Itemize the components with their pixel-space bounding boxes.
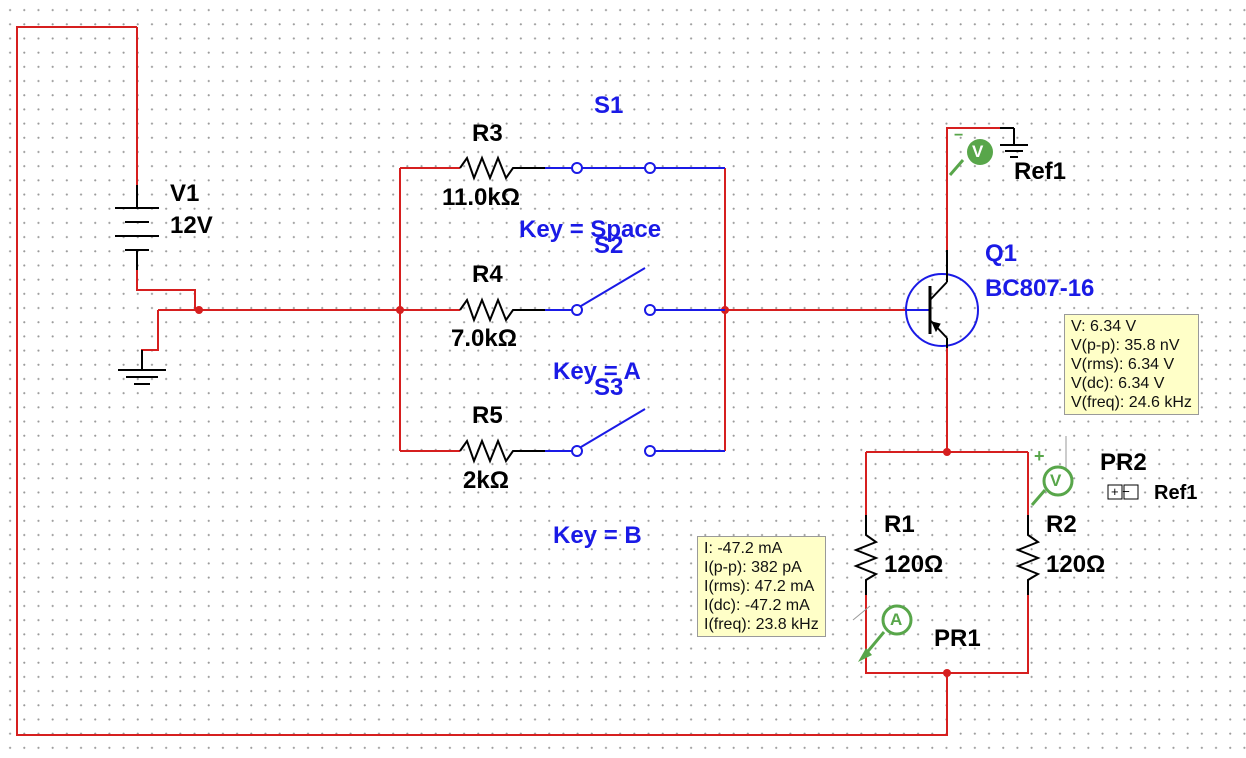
r2-name-label: R2 xyxy=(1046,511,1077,538)
s1-name-label: S1 xyxy=(594,92,624,119)
pr2-plus-sign: + xyxy=(1034,446,1045,466)
pr2-reading: V(dc): 6.34 V xyxy=(1071,375,1165,392)
pr1-reading: I(dc): -47.2 mA xyxy=(704,597,810,614)
junction-dot xyxy=(195,306,203,314)
q1-name-label: Q1 xyxy=(985,240,1018,267)
q1-transistor-symbol xyxy=(905,250,979,348)
ref1-top-label: Ref1 xyxy=(1014,158,1067,185)
junction-dot xyxy=(943,669,951,677)
s3-name-label: S3 xyxy=(594,374,624,401)
r5-name-label: R5 xyxy=(472,402,503,429)
v1-value-label: 12V xyxy=(170,212,213,239)
wire-ground-left xyxy=(141,310,159,370)
voltage-probe-ref1-symbol xyxy=(948,127,1028,176)
r4-name-label: R4 xyxy=(472,261,503,288)
pr1-reading: I: -47.2 mA xyxy=(704,540,783,557)
r3-value-label: 11.0kΩ xyxy=(442,184,520,211)
r4-value-label: 7.0kΩ xyxy=(451,325,517,352)
r2-value-label: 120Ω xyxy=(1046,551,1106,578)
pr2-probe-v-label: V xyxy=(1050,471,1062,490)
pr2-name-label: PR2 xyxy=(1100,449,1147,476)
pr2-reading: V(rms): 6.34 V xyxy=(1071,356,1175,373)
r1-name-label: R1 xyxy=(884,511,915,538)
pr1-name-label: PR1 xyxy=(934,625,981,652)
pr1-readings-tooltip: I: -47.2 mA I(p-p): 382 pA I(rms): 47.2 … xyxy=(697,536,826,637)
s2-key-label: Key = A xyxy=(553,358,641,385)
voltage-probe-pr2-symbol xyxy=(1030,436,1139,506)
ref1-probe-v-label: V xyxy=(972,142,984,161)
junction-dot xyxy=(396,306,404,314)
ground-symbol xyxy=(118,350,166,385)
wire-v1-bottom xyxy=(136,255,196,310)
wire-junctions xyxy=(195,306,951,677)
pr1-reading: I(rms): 47.2 mA xyxy=(704,578,815,595)
r4-zigzag xyxy=(459,297,545,323)
pr2-reading: V: 6.34 V xyxy=(1071,318,1137,335)
s1-key-label: Key = Space xyxy=(519,216,662,243)
q1-model-label: BC807-16 xyxy=(985,275,1095,302)
junction-dot xyxy=(943,448,951,456)
current-probe-pr1-symbol xyxy=(852,604,913,662)
r5-value-label: 2kΩ xyxy=(463,467,509,494)
r5-zigzag xyxy=(459,438,545,464)
pr2-readings-tooltip: V: 6.34 V V(p-p): 35.8 nV V(rms): 6.34 V… xyxy=(1064,314,1199,415)
r2-zigzag xyxy=(1015,515,1041,595)
pr1-reading: I(freq): 23.8 kHz xyxy=(704,616,819,633)
r3-zigzag xyxy=(459,155,545,181)
pr2-plus-minus-icon: + − xyxy=(1111,484,1130,499)
pr1-probe-a-label: A xyxy=(890,610,903,629)
wire-outer-loop xyxy=(16,26,948,736)
v1-battery-symbol xyxy=(115,185,159,270)
wires xyxy=(16,26,1029,736)
resistor-symbols xyxy=(459,155,1041,595)
s2-name-label: S2 xyxy=(594,232,624,259)
wire-collector-ref xyxy=(946,127,1000,250)
v1-name-label: V1 xyxy=(170,180,200,207)
r3-name-label: R3 xyxy=(472,120,503,147)
pr2-ref-label: Ref1 xyxy=(1154,482,1198,504)
pr2-reading: V(freq): 24.6 kHz xyxy=(1071,394,1192,411)
switch-symbols xyxy=(545,162,725,457)
pr2-reading: V(p-p): 35.8 nV xyxy=(1071,337,1180,354)
pr1-reading: I(p-p): 382 pA xyxy=(704,559,802,576)
r1-zigzag xyxy=(853,515,879,595)
r1-value-label: 120Ω xyxy=(884,551,944,578)
ref1-minus-sign: − xyxy=(954,127,964,144)
s3-key-label: Key = B xyxy=(553,522,642,549)
